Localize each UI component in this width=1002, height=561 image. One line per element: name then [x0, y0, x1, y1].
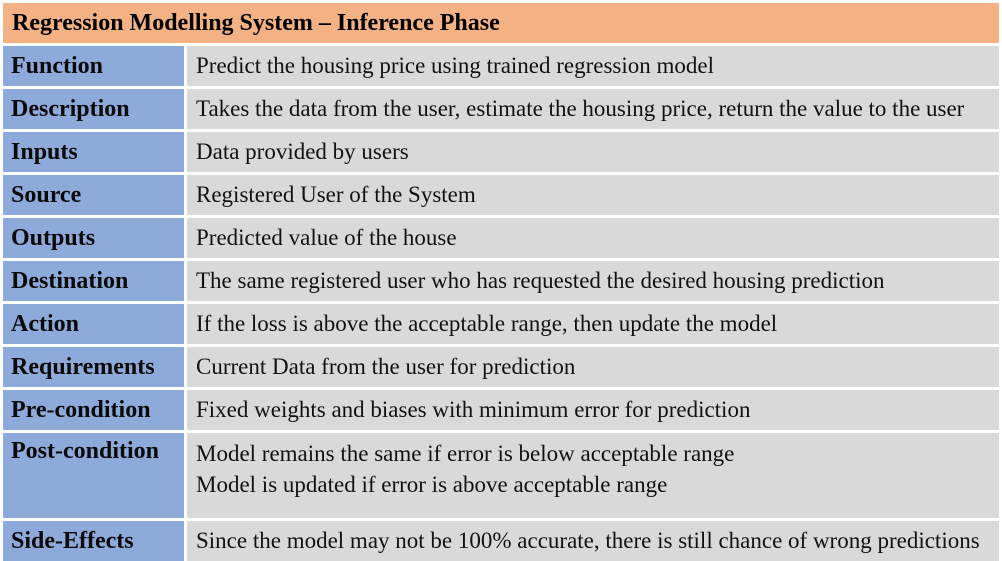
row-label-source: Source [3, 175, 187, 218]
table-row: Requirements Current Data from the user … [3, 347, 1000, 390]
row-label-pre-condition: Pre-condition [3, 390, 187, 433]
value-line: Current Data from the user for predictio… [196, 354, 576, 379]
value-line: Since the model may not be 100% accurate… [196, 528, 980, 553]
table-row: Post-condition Model remains the same if… [3, 433, 1000, 521]
row-value-post-condition: Model remains the same if error is below… [187, 433, 1000, 521]
table-row: Inputs Data provided by users [3, 132, 1000, 175]
row-value-pre-condition: Fixed weights and biases with minimum er… [187, 390, 1000, 433]
row-label-inputs: Inputs [3, 132, 187, 175]
row-value-destination: The same registered user who has request… [187, 261, 1000, 304]
row-value-function: Predict the housing price using trained … [187, 46, 1000, 89]
value-line: Registered User of the System [196, 182, 476, 207]
value-line: Takes the data from the user, estimate t… [196, 96, 965, 121]
table-row: Destination The same registered user who… [3, 261, 1000, 304]
table-row: Side-Effects Since the model may not be … [3, 521, 1000, 561]
value-line: Predicted value of the house [196, 225, 457, 250]
row-label-post-condition: Post-condition [3, 433, 187, 521]
row-value-description: Takes the data from the user, estimate t… [187, 89, 1000, 132]
table-header-row: Regression Modelling System – Inference … [3, 3, 1000, 46]
row-label-outputs: Outputs [3, 218, 187, 261]
value-line: Model is updated if error is above accep… [196, 472, 668, 497]
row-value-side-effects: Since the model may not be 100% accurate… [187, 521, 1000, 561]
row-label-side-effects: Side-Effects [3, 521, 187, 561]
table-row: Action If the loss is above the acceptab… [3, 304, 1000, 347]
row-value-source: Registered User of the System [187, 175, 1000, 218]
spec-table: Regression Modelling System – Inference … [3, 3, 1000, 561]
table-row: Function Predict the housing price using… [3, 46, 1000, 89]
table-title: Regression Modelling System – Inference … [3, 3, 1000, 46]
row-value-outputs: Predicted value of the house [187, 218, 1000, 261]
value-line: Predict the housing price using trained … [196, 53, 715, 78]
row-label-requirements: Requirements [3, 347, 187, 390]
table-row: Description Takes the data from the user… [3, 89, 1000, 132]
value-line: Model remains the same if error is below… [196, 441, 735, 466]
value-line: If the loss is above the acceptable rang… [196, 311, 778, 336]
row-value-requirements: Current Data from the user for predictio… [187, 347, 1000, 390]
row-label-action: Action [3, 304, 187, 347]
row-label-function: Function [3, 46, 187, 89]
table-row: Outputs Predicted value of the house [3, 218, 1000, 261]
row-value-action: If the loss is above the acceptable rang… [187, 304, 1000, 347]
row-value-inputs: Data provided by users [187, 132, 1000, 175]
value-line: Fixed weights and biases with minimum er… [196, 397, 751, 422]
table-row: Source Registered User of the System [3, 175, 1000, 218]
table-row: Pre-condition Fixed weights and biases w… [3, 390, 1000, 433]
row-label-description: Description [3, 89, 187, 132]
row-label-destination: Destination [3, 261, 187, 304]
value-line: The same registered user who has request… [196, 268, 885, 293]
value-line: Data provided by users [196, 139, 409, 164]
